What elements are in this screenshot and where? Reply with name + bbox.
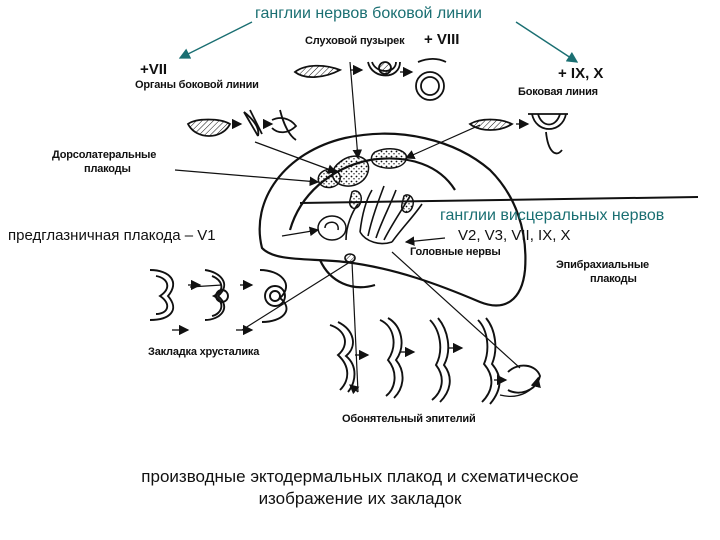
lens-placode-sequence [149, 269, 288, 323]
inner-placodes [317, 148, 415, 241]
olfactory-sequence [329, 317, 541, 405]
epibranchial-placodes-label-1: Эпибрахиальные [556, 259, 649, 271]
dorsolateral-placodes-label-1: Дорсолатеральные [52, 149, 157, 161]
top-annotation-label: ганглии нервов боковой линии [255, 5, 482, 22]
dorsolateral-placodes-label-2: плакоды [84, 163, 131, 175]
epibranchial-placodes-label-2: плакоды [590, 273, 637, 285]
preocular-placode-label: предглазничная плакода – V1 [8, 227, 216, 244]
otic-vesicle-label: Слуховой пузырек [305, 35, 405, 47]
otic-vesicle-sequence [293, 58, 447, 101]
visceral-ganglia-label-2: V2, V3, VII, IX, X [458, 227, 571, 244]
cranial-nerves [344, 185, 423, 263]
embryo-outline [258, 132, 527, 307]
vii-label: +VII [140, 61, 168, 78]
cranial-nerves-label: Головные нервы [410, 246, 501, 258]
viii-label: + VIII [424, 31, 460, 48]
annotation-arrows [178, 21, 579, 63]
lens-placode-label: Закладка хрусталика [148, 346, 260, 358]
visceral-ganglia-label-1: ганглии висцеральных нервов [440, 207, 665, 224]
sequence-arrows [172, 64, 530, 386]
figure-caption: производные эктодермальных плакод и схем… [60, 466, 660, 510]
ix-x-label: + IX, X [558, 65, 604, 82]
olfactory-curve-arrow [499, 376, 541, 397]
pointer-arrows [174, 61, 521, 395]
caption-line-2: изображение их закладок [258, 489, 462, 508]
lateral-line-label: Боковая линия [518, 86, 598, 98]
olfactory-epithelium-label: Обонятельный эпителий [342, 413, 476, 425]
lateral-line-organs-label: Органы боковой линии [135, 79, 259, 91]
caption-line-1: производные эктодермальных плакод и схем… [141, 467, 579, 486]
lateral-line-organ-sequence [186, 109, 298, 141]
lateral-line-sequence [468, 113, 568, 155]
